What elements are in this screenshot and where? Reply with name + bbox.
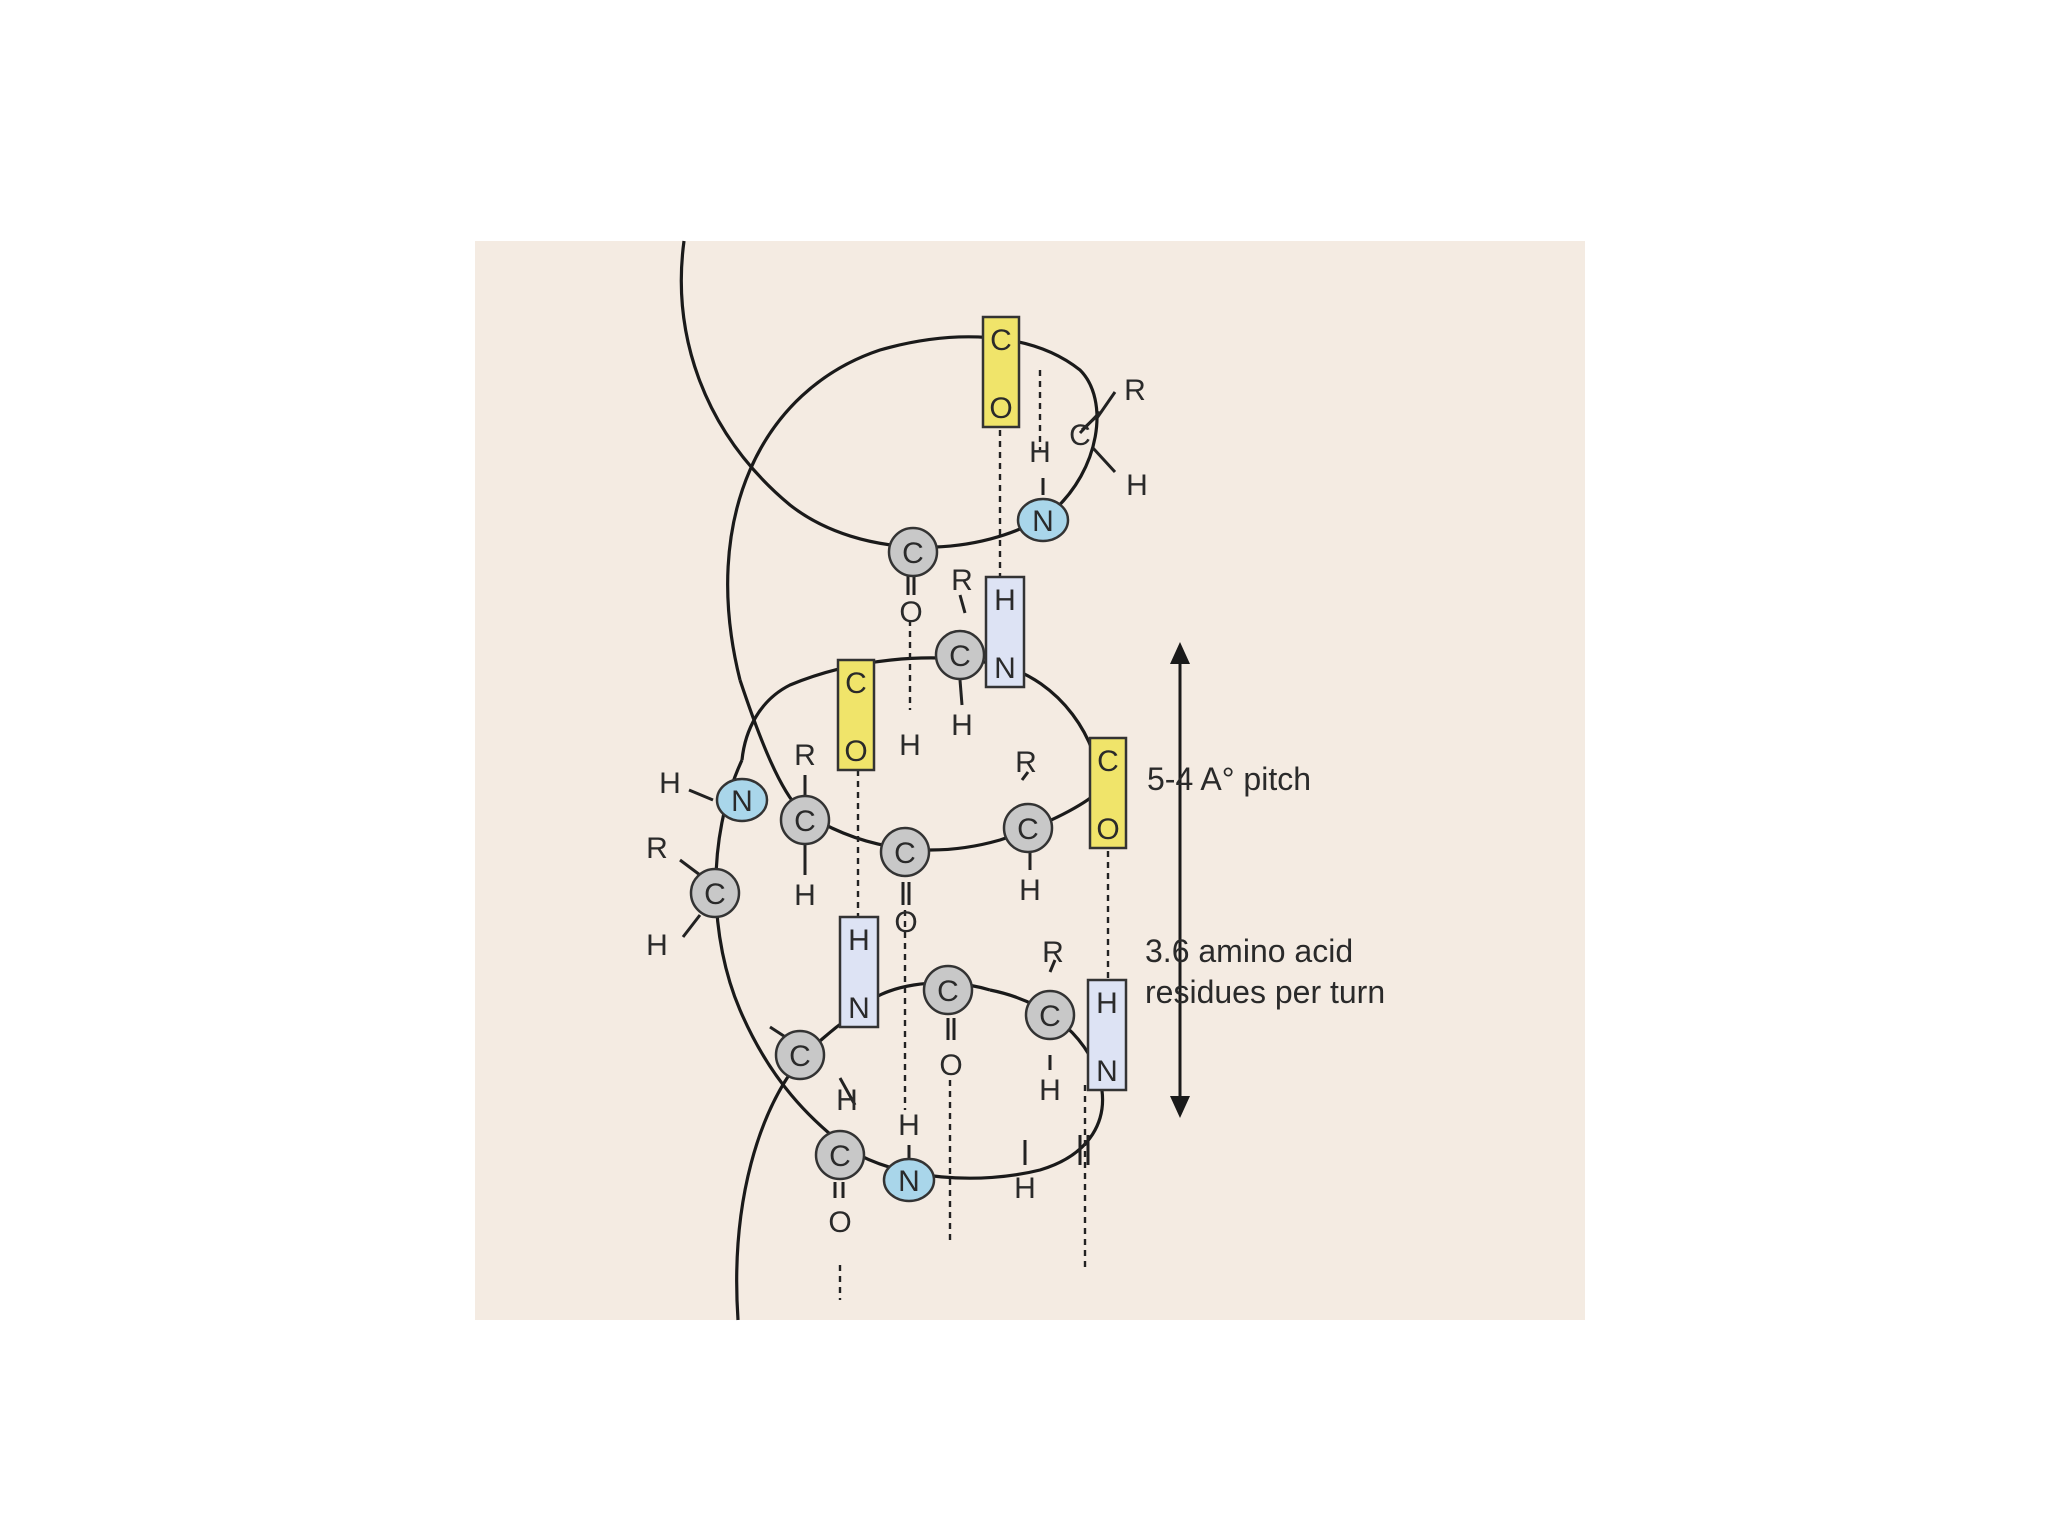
oxygen-label: O [828, 1206, 851, 1239]
hydrogen-bonds [838, 370, 1110, 1300]
carbon-atom [1024, 989, 1076, 1041]
side-chain-label: R [646, 832, 668, 865]
amide-box [838, 915, 880, 1029]
carbon-label: C [794, 805, 816, 838]
carbonyl-box [981, 315, 1021, 429]
side-chain-label: R [951, 564, 973, 597]
carbon-atom [689, 867, 741, 919]
oxygen-label: O [899, 596, 922, 629]
amide-box [1086, 978, 1128, 1092]
carbon-label: C [1039, 1000, 1061, 1033]
carbonyl-box-carbon: C [1097, 745, 1119, 778]
nitrogen-label: N [1032, 505, 1054, 538]
nitrogen-atom [882, 1157, 936, 1203]
carbonyl-box-oxygen: O [989, 392, 1012, 425]
carbonyl-box-oxygen: O [844, 735, 867, 768]
hydrogen-label: H [1039, 1074, 1061, 1107]
carbon-atom [814, 1129, 866, 1181]
nitrogen-label: N [898, 1165, 920, 1198]
hydrogen-label: H [1019, 874, 1041, 907]
residues-label-line-2: residues per turn [1145, 974, 1385, 1010]
amide-box-hydrogen: H [994, 584, 1016, 617]
pitch-label: 5-4 A° pitch [1147, 761, 1311, 797]
carbon-atom [879, 826, 931, 878]
hydrogen-label: H [1014, 1172, 1036, 1205]
carbonyl-box [1088, 736, 1128, 850]
hydrogen-label: H [898, 1109, 920, 1142]
hydrogen-label: H [899, 729, 921, 762]
side-chain-label: R [1015, 746, 1037, 779]
alpha-carbon-label: C [1069, 419, 1091, 452]
hydrogen-label: H [836, 1084, 858, 1117]
residues-label-line-1: 3.6 amino acid [1145, 933, 1353, 969]
carbon-label: C [949, 640, 971, 673]
carbon-atom [922, 964, 974, 1016]
oxygen-label: O [894, 906, 917, 939]
oxygen-label: O [939, 1049, 962, 1082]
hydrogen-label: H [659, 767, 681, 800]
carbon-atoms [689, 526, 1076, 1181]
side-chain-label: R [794, 739, 816, 772]
pitch-arrow [1170, 642, 1190, 1118]
hydrogen-label: H [646, 929, 668, 962]
carbon-atom [779, 794, 831, 846]
carbon-atom [1002, 802, 1054, 854]
side-chain-label: R [1124, 374, 1146, 407]
amide-boxes [838, 575, 1128, 1092]
carbon-atom [887, 526, 939, 578]
nitrogen-atom [1016, 497, 1070, 543]
amide-box-hydrogen: H [1096, 987, 1118, 1020]
carbon-label: C [789, 1040, 811, 1073]
carbon-label: C [937, 975, 959, 1008]
nitrogen-atom [715, 777, 769, 823]
carbon-atom [774, 1029, 826, 1081]
amide-box-nitrogen: N [994, 652, 1016, 685]
amide-box-nitrogen: N [1096, 1055, 1118, 1088]
amide-box-nitrogen: N [848, 992, 870, 1025]
nitrogen-label: N [731, 785, 753, 818]
hydrogen-label: H [1029, 436, 1051, 469]
diagram-background [475, 241, 1585, 1320]
carbonyl-box-carbon: C [990, 324, 1012, 357]
hydrogen-label: H [1126, 469, 1148, 502]
carbonyl-box-carbon: C [845, 667, 867, 700]
carbonyl-box-oxygen: O [1096, 813, 1119, 846]
carbon-label: C [829, 1140, 851, 1173]
carbonyl-boxes [836, 315, 1128, 850]
carbon-label: C [902, 537, 924, 570]
nitrogen-atoms [715, 497, 1070, 1203]
amide-box [984, 575, 1026, 689]
carbon-atom [934, 629, 986, 681]
hydrogen-label: H [951, 709, 973, 742]
carbon-label: C [704, 878, 726, 911]
carbon-label: C [1017, 813, 1039, 846]
side-chain-label: R [1042, 936, 1064, 969]
carbonyl-box [836, 658, 876, 772]
hydrogen-label: H [794, 879, 816, 912]
carbon-label: C [894, 837, 916, 870]
atom-letters: C O C O C O H N H N H N C C C C C C C C … [646, 324, 1148, 1239]
amide-box-hydrogen: H [848, 924, 870, 957]
